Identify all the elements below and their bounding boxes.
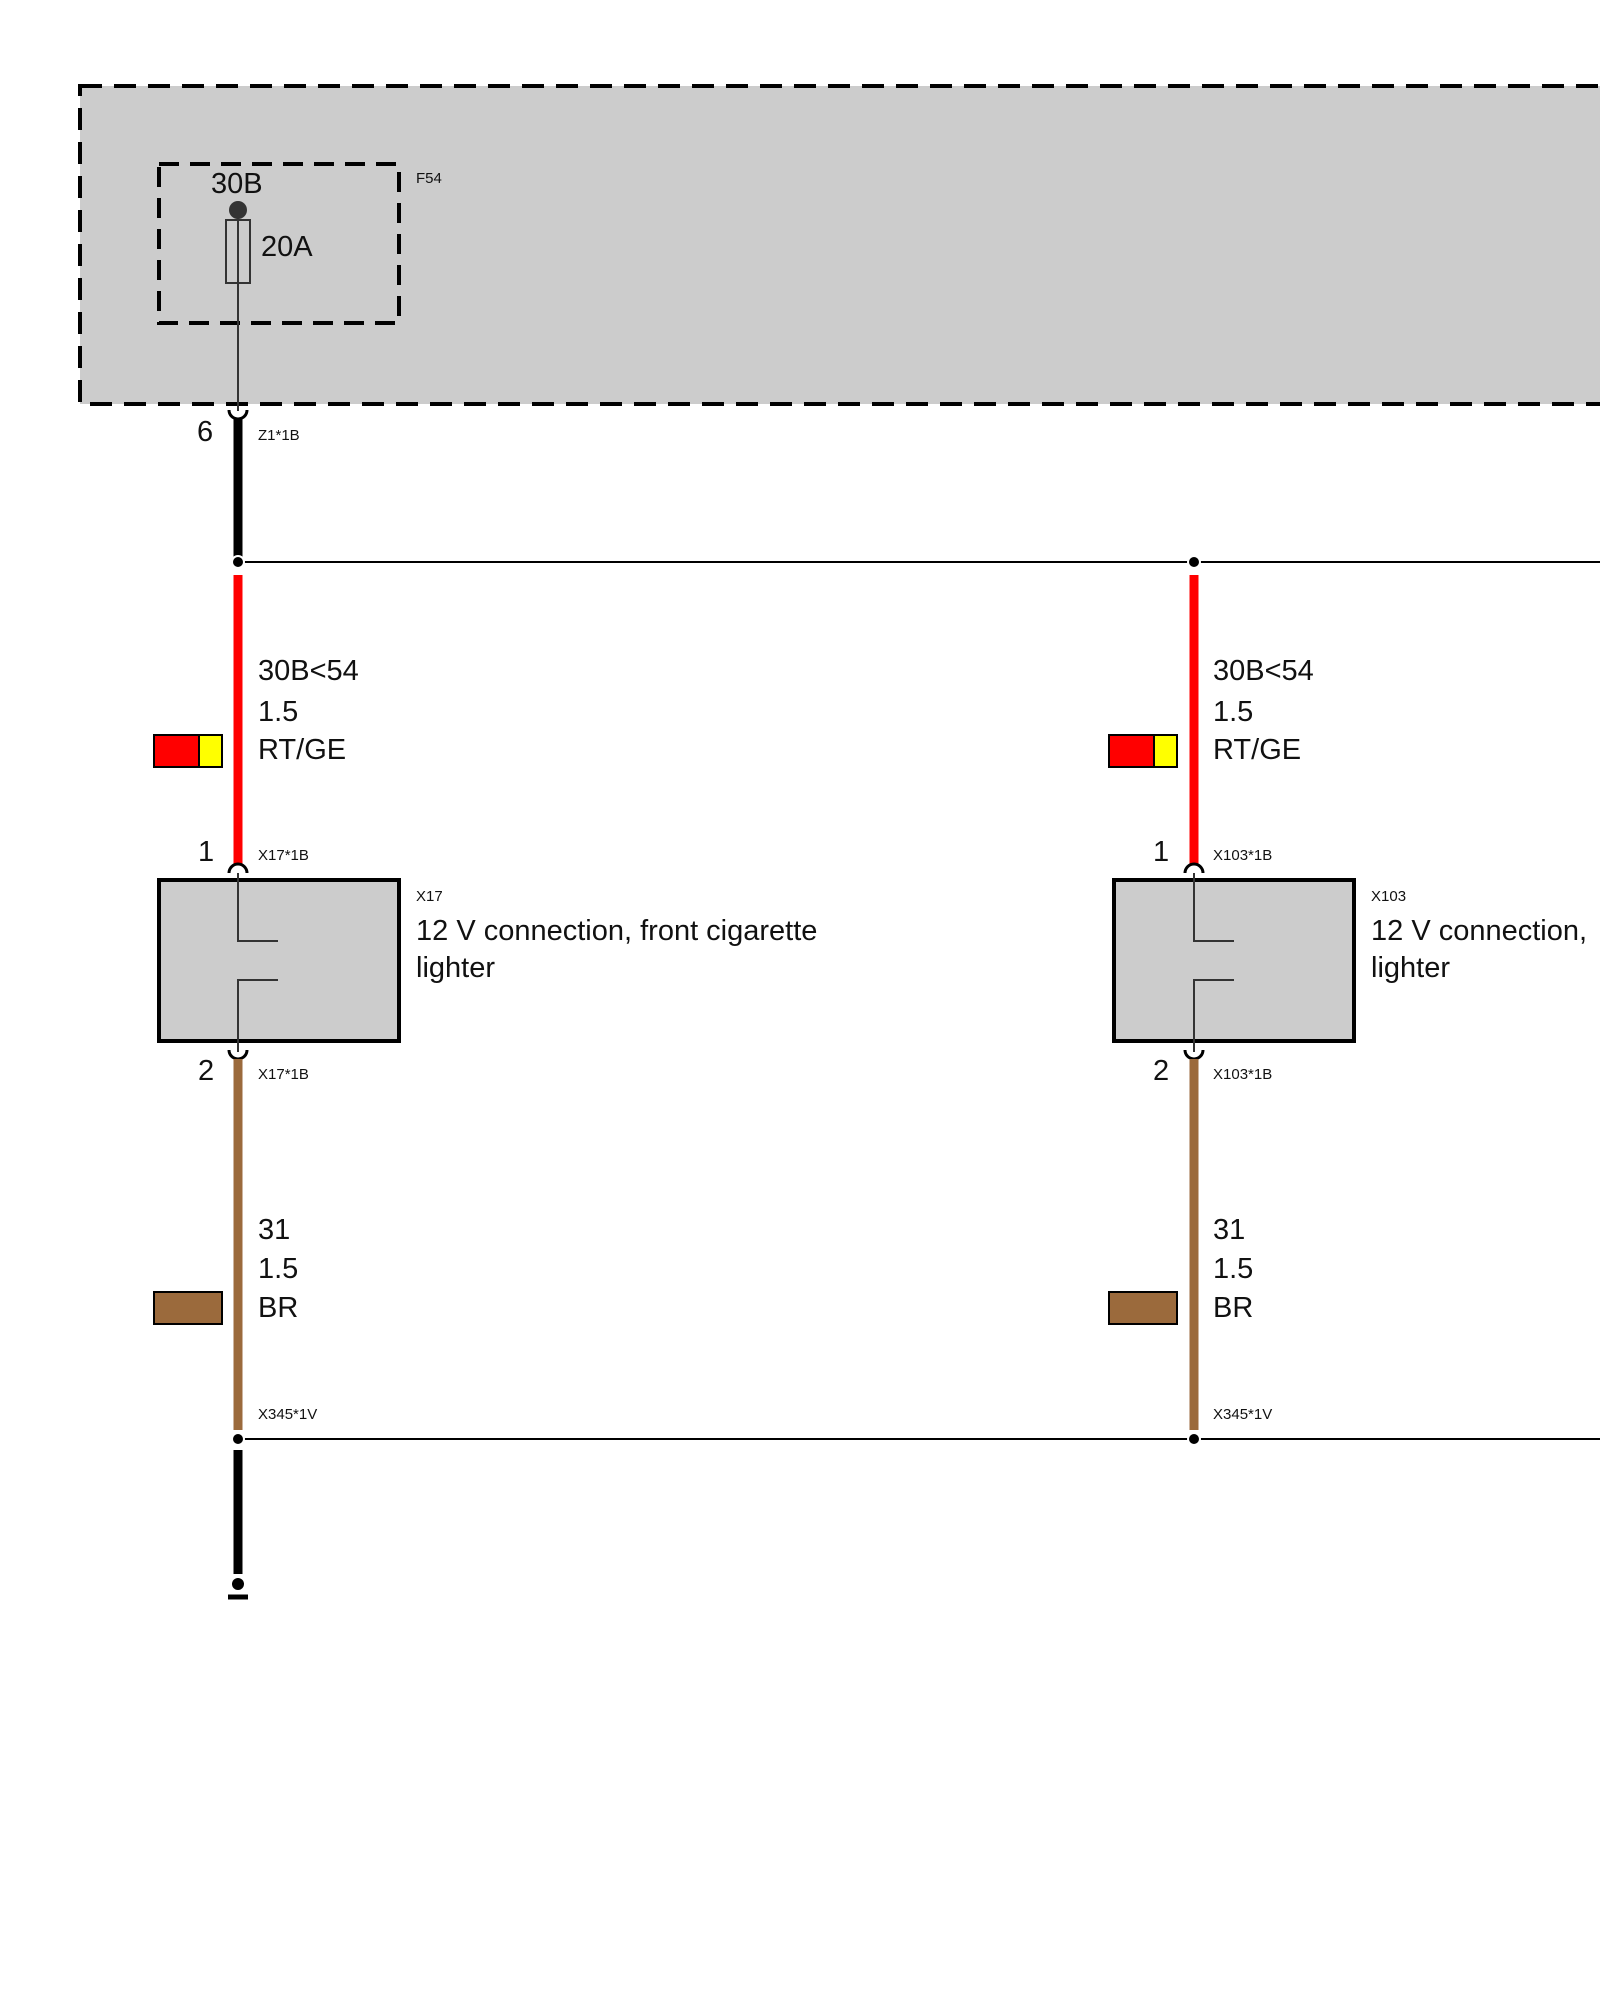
x103-bottom-pin-number: 2 [1153,1055,1169,1087]
wire-color-swatch-red [153,734,200,768]
wire-color-swatch-brown [1108,1291,1178,1325]
x103-description-line1: 12 V connection, [1371,915,1587,947]
ground-signal-label: 31 [1213,1214,1245,1246]
x17-description-line1: 12 V connection, front cigarette [416,915,817,947]
fuse-box-id: F54 [416,170,442,187]
x17-description-line2: lighter [416,952,495,984]
wire-color-swatch-red [1108,734,1155,768]
x17-top-pin-number: 1 [198,836,214,868]
ground-splice-code: X345*1V [1213,1406,1272,1423]
z1-connector-code: Z1*1B [258,427,300,444]
branch-x17: 30B<54 1.5 RT/GE 1 X17*1B X17 12 V conne… [153,575,817,1430]
ground-gauge-label: 1.5 [1213,1253,1253,1285]
x17-top-pin-code: X17*1B [258,847,309,864]
ground-signal-label: 31 [258,1214,290,1246]
control-unit-panel [78,84,1600,406]
z1-pin-number: 6 [197,416,213,448]
x103-bottom-pin-code: X103*1B [1213,1066,1272,1083]
splice-dot-2 [1187,555,1201,569]
x17-bottom-pin-number: 2 [198,1055,214,1087]
fuse-terminal-label: 30B [211,168,263,200]
x103-socket-symbol-bottom [1193,979,1234,1052]
z1-connector-symbol [227,409,249,421]
fuse-box-outline [157,162,401,325]
supply-gauge-label: 1.5 [258,696,298,728]
x103-component-id: X103 [1371,888,1406,905]
x103-socket-symbol-top [1193,873,1234,942]
ground-terminal-dot [232,1578,244,1590]
supply-signal-label: 30B<54 [258,655,359,687]
x17-bottom-pin-code: X17*1B [258,1066,309,1083]
ground-splice-dot-1 [231,1432,245,1446]
ground-color-label: BR [258,1292,298,1324]
branch-x103: 30B<54 1.5 RT/GE 1 X103*1B X103 12 V con… [1108,575,1587,1430]
ground-splice-dot-2 [1187,1432,1201,1446]
x17-top-connector-symbol [227,862,249,874]
x17-socket-symbol-bottom [237,979,278,1052]
x103-component-box [1112,878,1356,1043]
fuse-rating: 20A [261,231,313,263]
ground-gauge-label: 1.5 [258,1253,298,1285]
x103-top-connector-symbol [1183,862,1205,874]
supply-color-label: RT/GE [1213,734,1301,766]
x17-component-box [157,878,401,1043]
splice-dot-1 [231,555,245,569]
x103-top-pin-code: X103*1B [1213,847,1272,864]
x103-description-line2: lighter [1371,952,1450,984]
x17-socket-symbol-top [237,873,278,942]
wire-color-swatch-brown [153,1291,223,1325]
ground-color-label: BR [1213,1292,1253,1324]
wire-color-swatch-yellow [1153,734,1178,768]
supply-signal-label: 30B<54 [1213,655,1314,687]
supply-gauge-label: 1.5 [1213,696,1253,728]
wire-color-swatch-yellow [198,734,223,768]
x103-top-pin-number: 1 [1153,836,1169,868]
x17-component-id: X17 [416,888,443,905]
ground-splice-code: X345*1V [258,1406,317,1423]
supply-color-label: RT/GE [258,734,346,766]
